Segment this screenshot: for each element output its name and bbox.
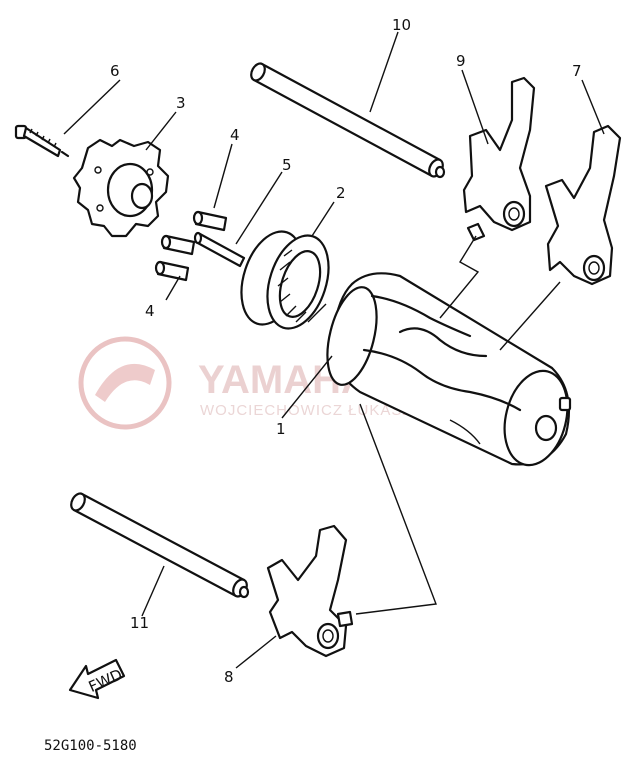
- callout-2: 2: [336, 184, 346, 202]
- callout-6: 6: [110, 62, 120, 80]
- callout-5: 5: [282, 156, 292, 174]
- diagram-code: 52G100-5180: [44, 738, 137, 754]
- callout-4-lower: 4: [145, 302, 155, 320]
- part-shift-drum: [326, 272, 572, 467]
- callout-8: 8: [224, 668, 234, 686]
- part-shaft-upper: [250, 62, 446, 179]
- part-shift-fork-7: [544, 124, 622, 286]
- callout-10: 10: [392, 16, 411, 34]
- part-shift-fork-9: [462, 76, 536, 242]
- part-pin-lower: [154, 260, 190, 282]
- watermark-logo-icon: [78, 336, 172, 430]
- callout-9: 9: [456, 52, 466, 70]
- part-pin-middle: [160, 234, 196, 256]
- part-bearing: [240, 230, 330, 330]
- fwd-arrow-icon: FWD: [68, 658, 126, 700]
- callout-1: 1: [276, 420, 286, 438]
- part-long-pin: [193, 231, 246, 268]
- callout-4-upper: 4: [230, 126, 240, 144]
- callout-7: 7: [572, 62, 582, 80]
- fwd-label: FWD: [86, 665, 125, 696]
- part-shaft-lower: [70, 492, 250, 599]
- part-bolt: [14, 124, 70, 158]
- callout-3: 3: [176, 94, 186, 112]
- leader-lines: [63, 31, 605, 669]
- callout-labels: 1 2 3 4 4 5 6 7 8 9 10 11: [110, 16, 582, 686]
- callout-11: 11: [130, 614, 149, 632]
- part-pin-upper: [192, 210, 228, 232]
- part-shift-fork-8: [266, 524, 354, 658]
- part-segment-plate: [72, 138, 170, 238]
